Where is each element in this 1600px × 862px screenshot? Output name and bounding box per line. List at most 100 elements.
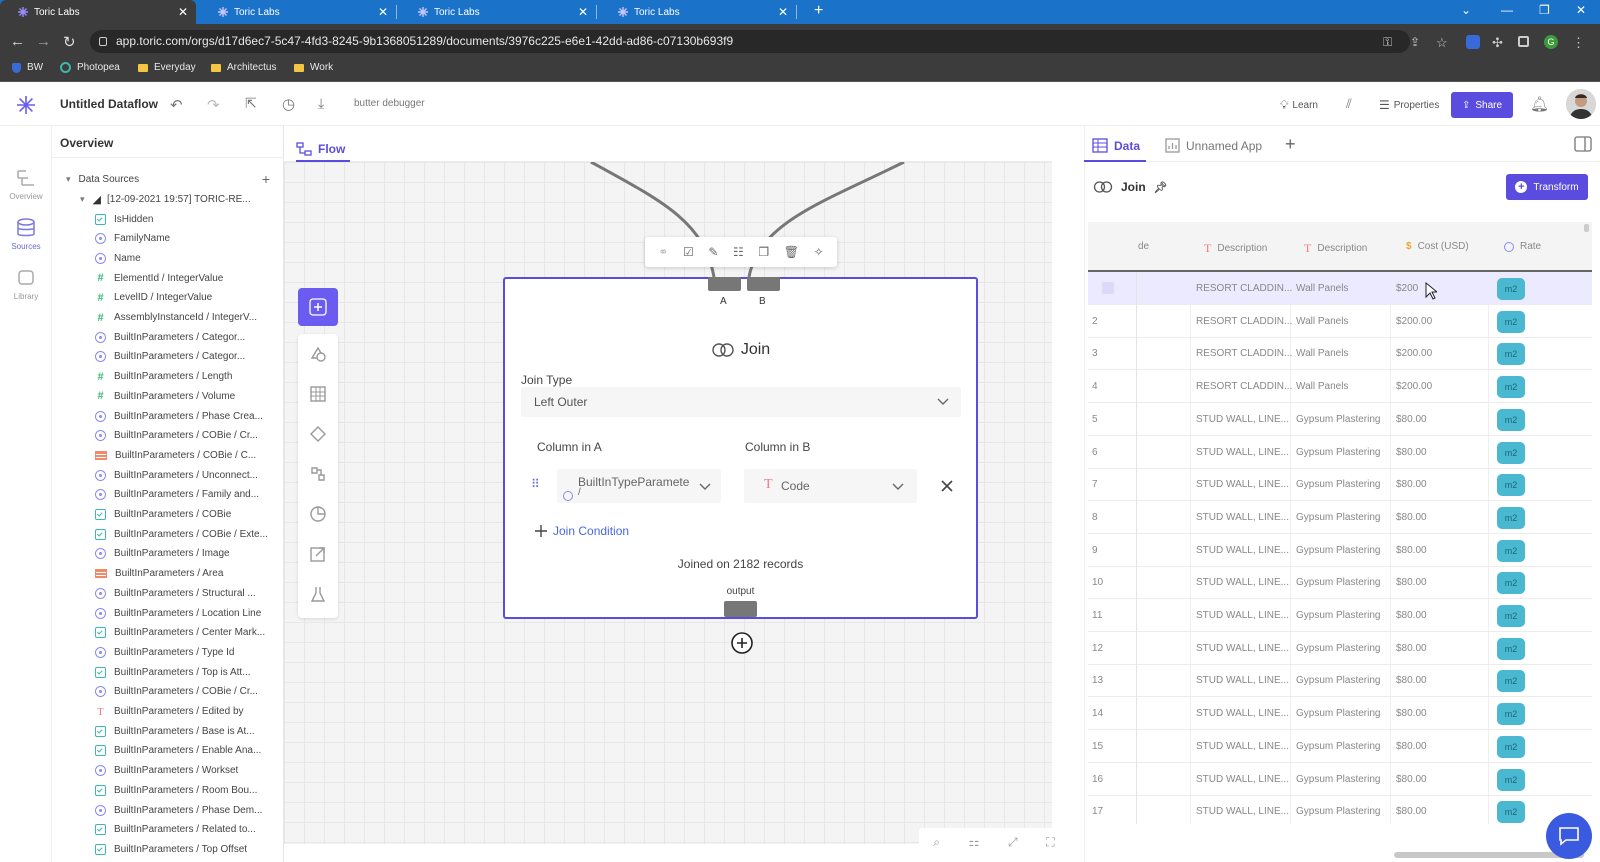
reload-icon[interactable]: ↻ (63, 34, 76, 51)
field-item[interactable]: BuiltInParameters / Center Mark... (52, 623, 283, 643)
rail-library[interactable]: Library (0, 268, 52, 301)
settings-sliders-icon[interactable]: ☷ (733, 245, 744, 259)
rate-badge[interactable]: m2 (1497, 670, 1525, 693)
field-item[interactable]: Name (52, 248, 283, 268)
cell-description-2[interactable]: Wall Panels (1296, 348, 1349, 360)
input-port-b[interactable] (747, 277, 780, 291)
cell-description-1[interactable]: STUD WALL, LINE... (1196, 446, 1289, 458)
cell-cost[interactable]: $80.00 (1396, 511, 1427, 523)
cell-description-2[interactable]: Wall Panels (1296, 283, 1349, 294)
share-button[interactable]: ⇪ Share (1451, 92, 1513, 118)
drag-handle-icon[interactable]: ⠿ (531, 477, 540, 491)
cell-cost[interactable]: $200.00 (1396, 315, 1433, 327)
browser-tab-3[interactable]: Toric Labs ✕ (400, 0, 597, 24)
dataflow-title[interactable]: Untitled Dataflow (60, 97, 158, 111)
cell-description-2[interactable]: Gypsum Plastering (1296, 446, 1381, 458)
field-item[interactable]: BuiltInParameters / COBie / C... (52, 445, 283, 465)
download-icon[interactable]: ⤓ (318, 95, 325, 111)
add-node-button[interactable] (298, 288, 338, 326)
cell-cost[interactable]: $80.00 (1396, 708, 1427, 720)
vertical-scrollbar[interactable] (1584, 224, 1589, 232)
rate-badge[interactable]: m2 (1497, 278, 1525, 300)
field-item[interactable]: BuiltInParameters / Top is Att... (52, 662, 283, 682)
share-page-icon[interactable]: ⇪ (1410, 35, 1421, 49)
tab-unnamed-app[interactable]: Unnamed App (1165, 138, 1262, 153)
field-item[interactable]: FamilyName (52, 229, 283, 249)
input-port-a[interactable] (708, 277, 741, 291)
field-item[interactable]: #BuiltInParameters / Length (52, 367, 283, 387)
field-item[interactable]: BuiltInParameters / Location Line (52, 603, 283, 623)
add-output-node-icon[interactable] (730, 631, 754, 655)
cell-description-2[interactable]: Gypsum Plastering (1296, 806, 1381, 818)
cell-description-2[interactable]: Gypsum Plastering (1296, 642, 1381, 654)
rate-badge[interactable]: m2 (1497, 343, 1525, 366)
cell-description-1[interactable]: STUD WALL, LINE... (1196, 675, 1289, 687)
cell-description-1[interactable]: STUD WALL, LINE... (1196, 708, 1289, 720)
fit-view-icon[interactable]: ⤢ (1008, 834, 1018, 849)
tab-data[interactable]: Data (1092, 138, 1140, 153)
cell-cost[interactable]: $80.00 (1396, 446, 1427, 458)
cell-cost[interactable]: $80.00 (1396, 642, 1427, 654)
cell-cost[interactable]: $80.00 (1396, 675, 1427, 687)
cell-description-1[interactable]: RESORT CLADDIN... (1196, 283, 1292, 294)
field-item[interactable]: BuiltInParameters / Workset (52, 761, 283, 781)
rate-badge[interactable]: m2 (1497, 376, 1525, 399)
field-item[interactable]: BuiltInParameters / Related to... (52, 820, 283, 840)
cell-cost[interactable]: $80.00 (1396, 773, 1427, 785)
zoom-search-icon[interactable]: ⌕ (933, 834, 941, 849)
learn-button[interactable]: 💡︎ Learn (1280, 98, 1318, 113)
cell-description-2[interactable]: Gypsum Plastering (1296, 577, 1381, 589)
cell-description-2[interactable]: Gypsum Plastering (1296, 610, 1381, 621)
rate-badge[interactable]: m2 (1497, 474, 1525, 497)
field-item[interactable]: BuiltInParameters / COBie / Cr... (52, 426, 283, 446)
data-sources-row[interactable]: ▾ Data Sources + (52, 169, 283, 189)
bookmark-photopea[interactable]: Photopea (60, 62, 120, 73)
browser-menu-icon[interactable]: ⋮ (1572, 35, 1585, 50)
field-item[interactable]: #LevelID / IntegerValue (52, 288, 283, 308)
diamond-icon[interactable] (308, 424, 328, 444)
column-header[interactable]: Rate (1504, 241, 1541, 252)
cell-description-2[interactable]: Gypsum Plastering (1296, 413, 1381, 425)
rate-badge[interactable]: m2 (1497, 637, 1525, 660)
duplicate-icon[interactable]: ❐ (758, 245, 770, 259)
toric-logo-icon[interactable] (16, 95, 36, 115)
cell-description-1[interactable]: STUD WALL, LINE... (1196, 413, 1289, 425)
field-item[interactable]: BuiltInParameters / Room Bou... (52, 780, 283, 800)
cell-cost[interactable]: $80.00 (1396, 413, 1427, 425)
user-avatar[interactable] (1566, 89, 1596, 119)
rail-overview[interactable]: Overview (0, 168, 52, 201)
bitwarden-extension-icon[interactable] (1466, 35, 1480, 49)
flask-icon[interactable] (308, 584, 328, 604)
cell-cost[interactable]: $200.00 (1396, 381, 1433, 393)
cell-description-2[interactable]: Gypsum Plastering (1296, 511, 1381, 523)
cell-description-1[interactable]: STUD WALL, LINE... (1196, 479, 1289, 491)
field-item[interactable]: BuiltInParameters / Base is At... (52, 721, 283, 741)
field-item[interactable]: BuiltInParameters / COBie (52, 505, 283, 525)
profile-avatar[interactable]: G (1544, 35, 1558, 49)
bookmark-work[interactable]: Work (294, 62, 333, 73)
restore-icon[interactable]: ❐ (1539, 3, 1550, 17)
chart-check-icon[interactable]: ☑ (682, 245, 694, 259)
rate-badge[interactable]: m2 (1497, 506, 1525, 529)
tab-search-icon[interactable]: ⌄ (1461, 3, 1472, 17)
cell-description-1[interactable]: STUD WALL, LINE... (1196, 577, 1289, 589)
bookmark-everyday[interactable]: Everyday (138, 62, 196, 73)
transform-icon[interactable] (308, 464, 328, 484)
add-tab-icon[interactable]: + (1285, 134, 1296, 154)
cell-description-1[interactable]: STUD WALL, LINE... (1196, 773, 1289, 785)
rate-badge[interactable]: m2 (1497, 801, 1525, 824)
field-item[interactable]: BuiltInParameters / Family and... (52, 485, 283, 505)
field-item[interactable]: BuiltInParameters / Unconnect... (52, 465, 283, 485)
tab-flow[interactable]: Flow (296, 138, 350, 162)
fullscreen-icon[interactable]: ⛶ (1046, 834, 1055, 849)
chat-support-button[interactable] (1546, 813, 1592, 859)
